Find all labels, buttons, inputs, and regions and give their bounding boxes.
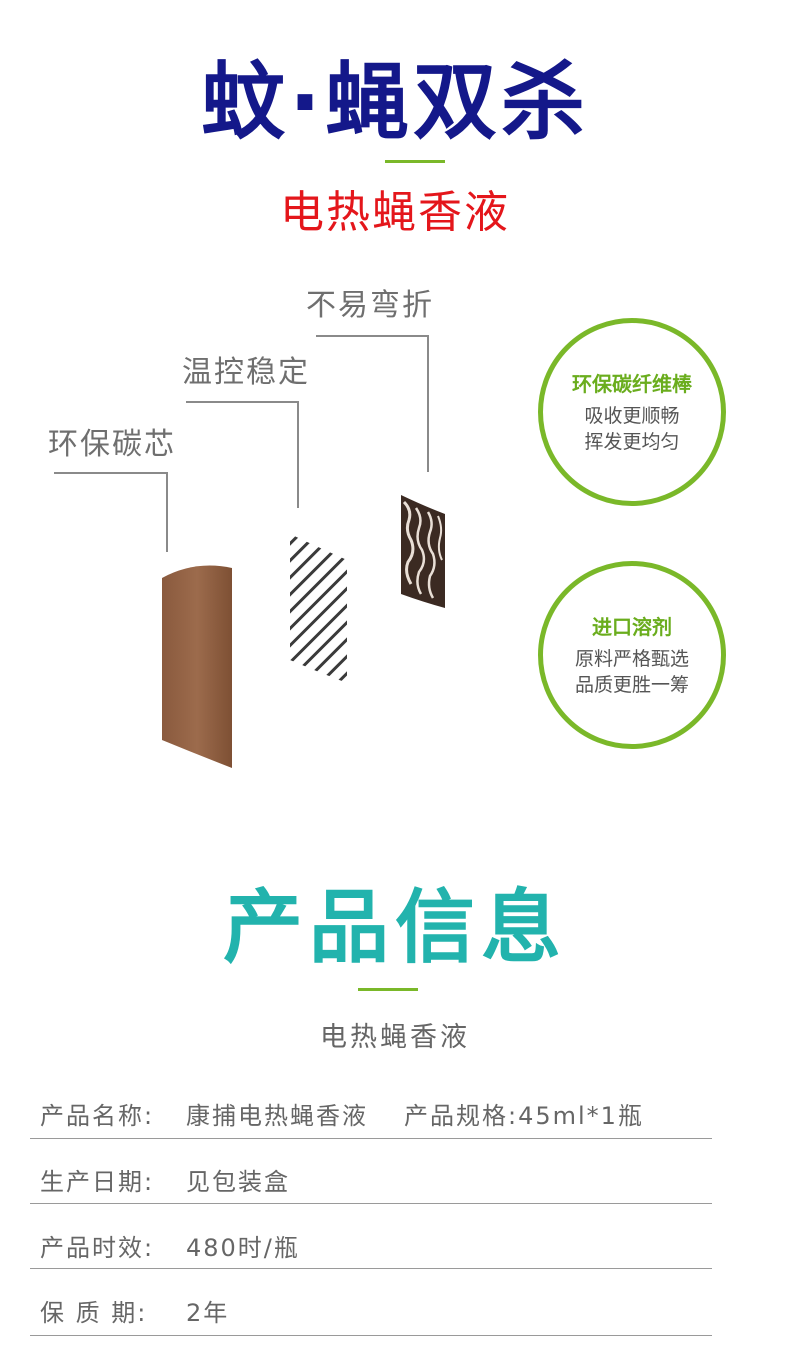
- row-divider: [30, 1203, 712, 1204]
- badge-line: 吸收更顺畅: [584, 405, 680, 427]
- carbon-core-layer: [162, 565, 232, 768]
- leader-line-carbon: [54, 472, 168, 552]
- leader-line-temp: [186, 401, 299, 508]
- product-subtitle: 电热蝇香液: [280, 187, 510, 238]
- striped-layer: [290, 534, 347, 683]
- info-divider: [358, 988, 418, 991]
- row-value: 见包装盒: [186, 1168, 290, 1196]
- info-section-title: 产品信息: [223, 881, 567, 974]
- row-label: 生产日期:: [40, 1168, 155, 1196]
- badge-line: 品质更胜一筹: [574, 674, 689, 696]
- row-value: 2年: [186, 1299, 230, 1327]
- info-row-production-date: 生产日期: 见包装盒: [40, 1160, 712, 1204]
- badge-title: 进口溶剂: [592, 615, 672, 639]
- info-section-subtitle: 电热蝇香液: [320, 1022, 470, 1053]
- callout-bend-resistant: 不易弯折: [306, 288, 434, 323]
- badge-title: 环保碳纤维棒: [572, 372, 692, 396]
- leader-line-bend: [316, 335, 429, 472]
- info-row-duration: 产品时效: 480时/瓶: [40, 1226, 712, 1270]
- row-value: 康捕电热蝇香液: [186, 1102, 368, 1130]
- callout-eco-carbon-core: 环保碳芯: [48, 427, 176, 462]
- row-label: 产品规格:: [404, 1102, 519, 1130]
- row-label: 产品时效:: [40, 1234, 155, 1262]
- page-title: 蚊·蝇双杀: [201, 53, 589, 151]
- row-label: 保 质 期:: [40, 1299, 148, 1327]
- info-row-shelf-life: 保 质 期: 2年: [40, 1291, 712, 1335]
- row-divider: [30, 1268, 712, 1269]
- badge-line: 挥发更均匀: [584, 431, 680, 453]
- row-divider: [30, 1138, 712, 1139]
- info-row-name: 产品名称: 康捕电热蝇香液 产品规格:45ml*1瓶: [40, 1094, 712, 1138]
- callout-temperature-stable: 温控稳定: [182, 355, 310, 390]
- badge-imported-solvent: 进口溶剂 原料严格甄选 品质更胜一筹: [538, 561, 726, 749]
- row-value: 45ml*1瓶: [518, 1102, 644, 1130]
- row-value: 480时/瓶: [186, 1234, 300, 1262]
- row-divider: [30, 1335, 712, 1336]
- title-divider: [385, 160, 445, 163]
- layer-illustration: [54, 335, 445, 768]
- badge-carbon-fiber-rod: 环保碳纤维棒 吸收更顺畅 挥发更均匀: [538, 318, 726, 506]
- badge-line: 原料严格甄选: [574, 648, 689, 670]
- row-label: 产品名称:: [40, 1102, 155, 1130]
- fiber-layer: [401, 495, 445, 608]
